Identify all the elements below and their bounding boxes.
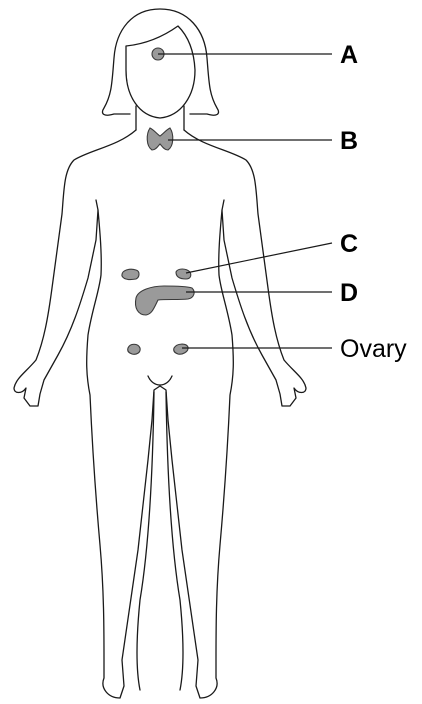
gland-b-thyroid: [147, 128, 173, 150]
label-ovary: Ovary: [340, 335, 407, 363]
gland-c-adrenal-right: [176, 269, 191, 279]
label-c: C: [340, 230, 358, 258]
right-armpit-line: [222, 200, 224, 210]
body-outline: [14, 130, 306, 698]
gland-d-pancreas: [135, 286, 194, 315]
left-armpit-line: [96, 200, 98, 210]
ovary-left: [128, 344, 140, 354]
hair-outline: [102, 9, 218, 115]
gland-c-adrenal-left: [122, 269, 139, 279]
leader-line-c: [186, 243, 332, 273]
face-outline: [126, 26, 195, 118]
label-d: D: [340, 279, 358, 307]
ovary-right: [174, 344, 188, 354]
label-b: B: [340, 127, 358, 155]
groin-outline: [148, 376, 172, 385]
label-a: A: [340, 41, 358, 69]
